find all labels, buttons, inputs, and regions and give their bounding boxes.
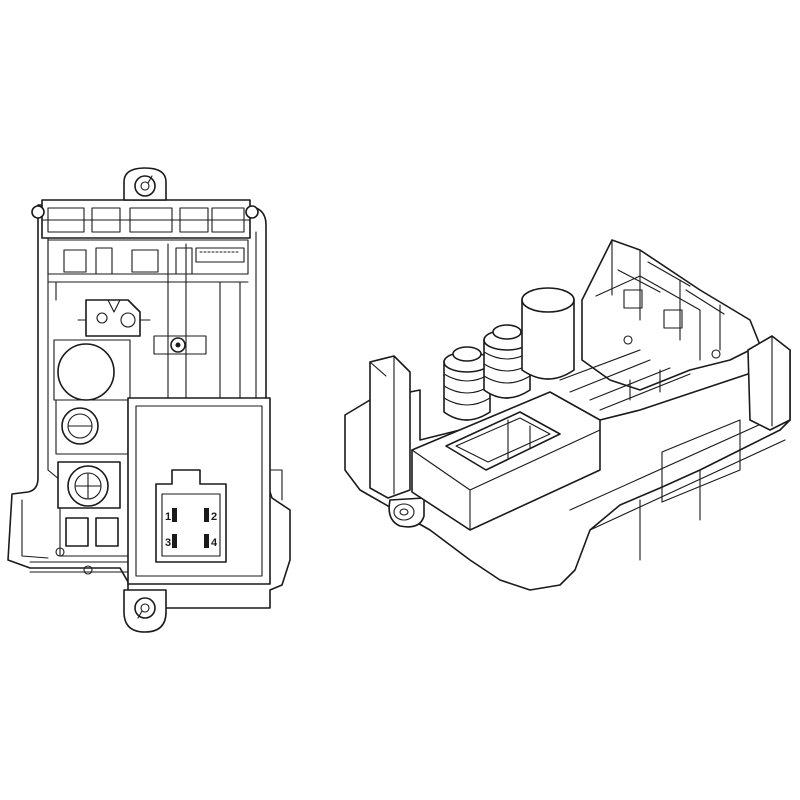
iso-mounting-eye (388, 497, 425, 528)
pin-4-label: 4 (211, 537, 218, 549)
pin-3-contact (172, 534, 177, 548)
iso-internal-ribs (559, 349, 691, 411)
iso-terminal-tower (581, 239, 761, 391)
pin-1-contact (172, 508, 177, 522)
clip-row (47, 239, 249, 301)
pin-1-label: 1 (165, 511, 171, 523)
iso-right-wall (747, 335, 791, 431)
center-rib (153, 243, 241, 399)
pin-2-contact (204, 508, 209, 522)
pin-4-contact (204, 534, 209, 548)
top-view-drawing: 1 2 3 4 (7, 167, 291, 633)
iso-coil-1 (443, 346, 491, 421)
bottom-mounting-tab (123, 589, 167, 633)
four-pin-connector: 1 2 3 4 (155, 469, 227, 563)
lower-rail (29, 547, 129, 575)
small-terminal (77, 299, 151, 337)
top-mounting-tab (123, 167, 167, 201)
iso-coil-2 (483, 324, 531, 399)
iso-connector-box (411, 391, 601, 531)
iso-left-post (369, 355, 411, 499)
iso-side-panel (661, 419, 741, 503)
iso-capacitor (521, 287, 575, 380)
fuse-windows (65, 517, 119, 547)
pin-2-label: 2 (211, 511, 217, 523)
top-connector-block (31, 199, 259, 239)
top-view-left-wall-line (21, 499, 49, 559)
isometric-view-drawing (344, 239, 791, 591)
pin-3-label: 3 (165, 537, 171, 549)
coil-top-view-2 (57, 461, 121, 509)
